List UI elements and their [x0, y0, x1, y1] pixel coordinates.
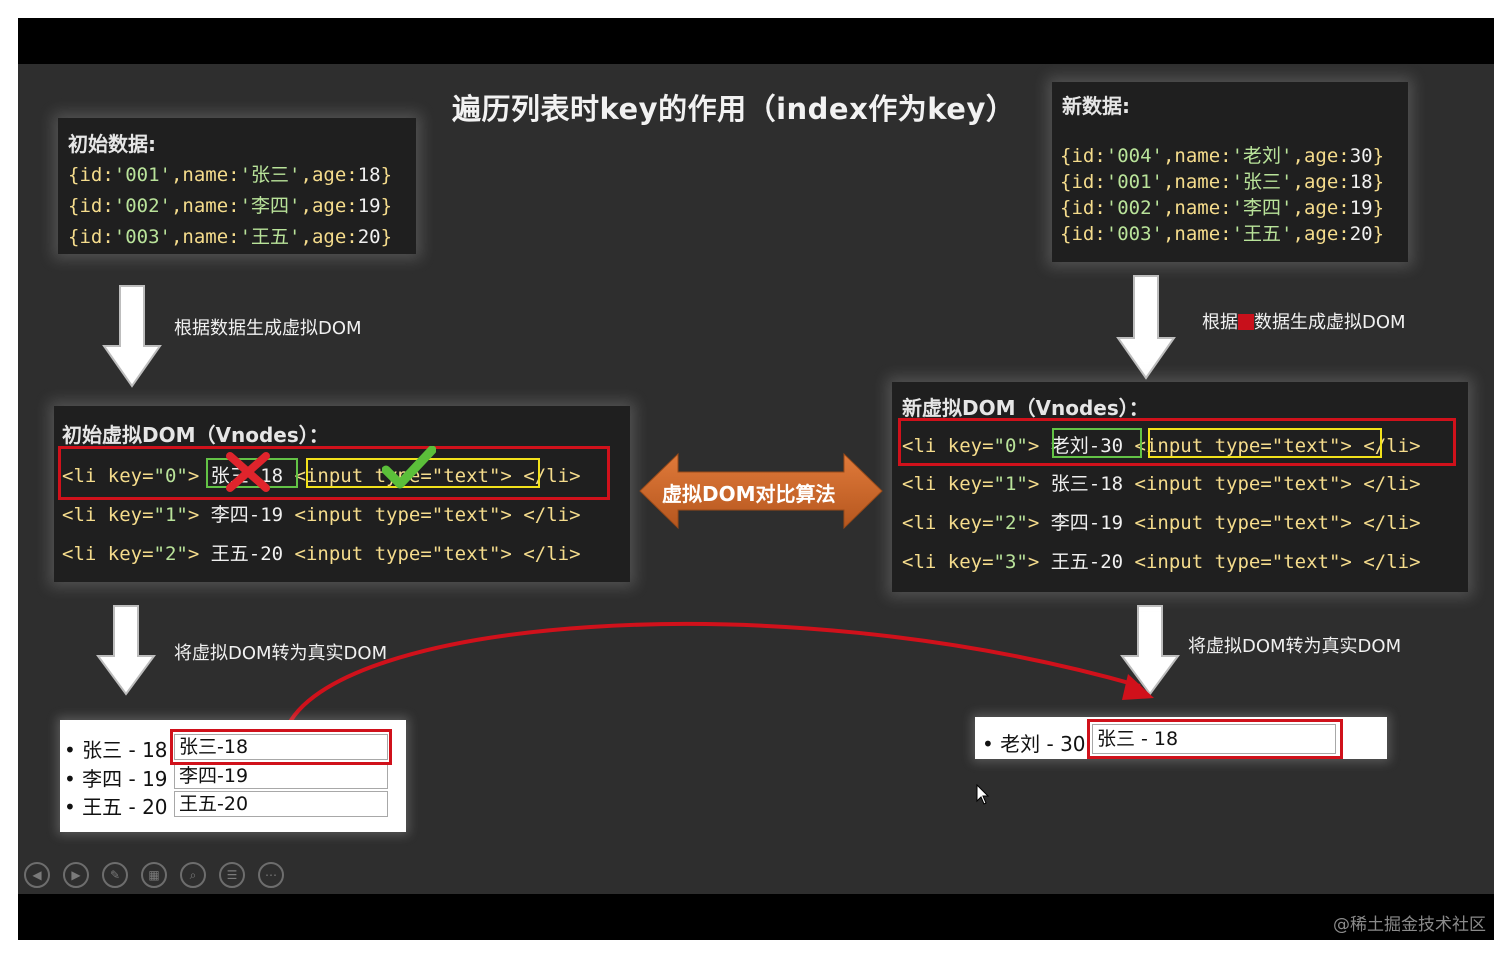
- text-input[interactable]: 李四-19: [174, 763, 388, 789]
- new-data-line: {id:'001',name:'张三',age:18}: [1060, 171, 1385, 193]
- right-to-real-caption: 将虚拟DOM转为真实DOM: [1188, 636, 1402, 657]
- next-icon[interactable]: ▶: [63, 862, 89, 888]
- cursor-icon: [976, 784, 990, 805]
- new-data-line: {id:'002',name:'李四',age:19}: [1060, 197, 1385, 219]
- initial-data-box: [58, 118, 416, 254]
- initial-vdom-row: <li key="1"> 李四-19 <input type="text"> <…: [62, 504, 581, 526]
- text-input[interactable]: 张三 - 18: [1092, 724, 1336, 754]
- real-list-item: • 王五 - 20: [64, 795, 168, 819]
- initial-data-line: {id:'003',name:'王五',age:20}: [68, 226, 393, 248]
- text-input[interactable]: 王五-20: [174, 791, 388, 817]
- new-data-box: [1052, 82, 1408, 262]
- more-icon[interactable]: ⋯: [258, 862, 284, 888]
- real-list-item: • 李四 - 19: [64, 767, 168, 791]
- bullet: •: [64, 767, 83, 791]
- new-vdom-box: [892, 382, 1468, 592]
- slide-title: 遍历列表时key的作用（index作为key）: [452, 92, 1016, 126]
- initial-vdom-highlight: [58, 446, 610, 500]
- down-arrow-icon: [96, 605, 156, 696]
- diff-label: 虚拟DOM对比算法: [662, 482, 836, 506]
- curved-arrow-icon: [284, 622, 1154, 731]
- initial-vdom-box: [54, 406, 630, 582]
- new-data-title: 新数据:: [1062, 94, 1130, 118]
- prev-icon[interactable]: ◀: [24, 862, 50, 888]
- real-list-item: • 老刘 - 30: [982, 732, 1086, 756]
- redacted-mark: [1238, 314, 1254, 330]
- new-vdom-title: 新虚拟DOM（Vnodes）：: [902, 396, 1149, 420]
- new-vdom-row: <li key="0"> 老刘-30 <input type="text"> <…: [902, 435, 1421, 457]
- initial-data-title: 初始数据:: [68, 132, 156, 156]
- zoom-icon[interactable]: ⌕: [180, 862, 206, 888]
- initial-data-line: {id:'001',name:'张三',age:18}: [68, 164, 393, 186]
- right-generate-caption: 根据数据生成虚拟DOM: [1202, 312, 1406, 333]
- new-vdom-row: <li key="3"> 王五-20 <input type="text"> <…: [902, 551, 1421, 573]
- new-input-highlight: [1087, 719, 1343, 759]
- initial-vdom-row: <li key="2"> 王五-20 <input type="text"> <…: [62, 543, 581, 565]
- initial-input-highlight: [170, 729, 392, 765]
- initial-vdom-title: 初始虚拟DOM（Vnodes）：: [62, 423, 329, 447]
- new-data-line: {id:'003',name:'王五',age:20}: [1060, 223, 1385, 245]
- down-arrow-icon: [1120, 605, 1180, 696]
- down-arrow-icon: [1116, 275, 1176, 380]
- left-generate-caption: 根据数据生成虚拟DOM: [174, 318, 362, 339]
- initial-vdom-row: <li key="0"> 张三-18 <input type="text"> <…: [62, 465, 581, 487]
- new-data-line: {id:'004',name:'老刘',age:30}: [1060, 145, 1385, 167]
- bullet: •: [64, 738, 83, 762]
- check-icon: [382, 446, 436, 489]
- new-input-box: [1148, 428, 1382, 458]
- bullet: •: [64, 795, 83, 819]
- cross-icon: [226, 452, 270, 492]
- pen-icon[interactable]: ✎: [102, 862, 128, 888]
- left-to-real-caption: 将虚拟DOM转为真实DOM: [174, 643, 388, 664]
- watermark: @稀土掘金技术社区: [1333, 915, 1486, 935]
- subtitle-icon[interactable]: ☰: [219, 862, 245, 888]
- new-vdom-row: <li key="2"> 李四-19 <input type="text"> <…: [902, 512, 1421, 534]
- slides-icon[interactable]: ▦: [141, 862, 167, 888]
- real-list-item: • 张三 - 18: [64, 738, 168, 762]
- new-vdom-highlight: [898, 418, 1456, 466]
- new-vdom-row: <li key="1"> 张三-18 <input type="text"> <…: [902, 473, 1421, 495]
- initial-text-box: [206, 458, 298, 488]
- initial-data-line: {id:'002',name:'李四',age:19}: [68, 195, 393, 217]
- text-input[interactable]: 张三-18: [174, 734, 388, 760]
- diff-double-arrow-icon: [639, 452, 883, 530]
- down-arrow-icon: [102, 285, 162, 388]
- new-text-box: [1052, 428, 1142, 458]
- bullet: •: [982, 732, 1001, 756]
